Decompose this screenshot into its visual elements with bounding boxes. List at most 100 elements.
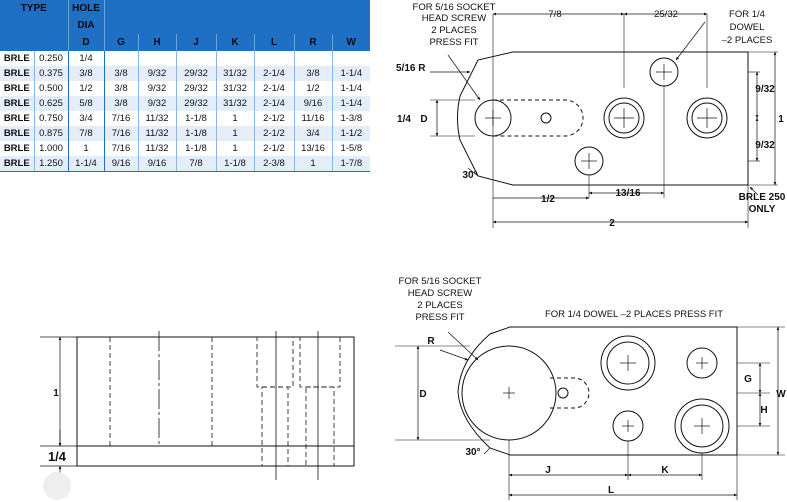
cell-value: 1-3/8 — [331, 111, 371, 126]
cell-value: 1-1/2 — [331, 126, 371, 141]
cell-d: 5/8 — [67, 96, 105, 111]
cell-type: BRLE — [0, 126, 34, 141]
header-blank-2 — [0, 17, 68, 34]
cell-value: 2-1/2 — [253, 126, 294, 141]
top-dim-7-8: 7/8 — [548, 9, 561, 20]
cell-d: 1/4 — [67, 51, 105, 66]
bottom-r-label: R — [427, 336, 435, 347]
bottom-angle-label: 30° — [465, 447, 480, 458]
bottom-screw-hole-2-outer — [674, 398, 730, 454]
side-view-labels: 1 1/4 — [48, 388, 67, 464]
cell-value: 1-1/4 — [331, 81, 371, 96]
side-view-drawing — [40, 331, 355, 500]
cell-value: 9/32 — [137, 96, 176, 111]
side-centerlines — [158, 331, 319, 480]
cell-value: 1-1/4 — [331, 66, 371, 81]
cell-value: 1-1/8 — [175, 141, 216, 156]
cell-value: 1 — [215, 111, 254, 126]
cell-d: 1-1/4 — [67, 156, 105, 172]
cell-size: 0.875 — [33, 126, 68, 141]
cell-value — [215, 51, 254, 66]
top-screw-hole-2-inner — [691, 102, 723, 134]
cell-value: 29/32 — [175, 96, 216, 111]
cell-value: 3/8 — [293, 66, 332, 81]
header-h: H — [137, 34, 176, 51]
top-dim-13-16: 13/16 — [615, 188, 640, 199]
top-screw-hole-1-inner — [608, 102, 640, 134]
cell-value: 13/16 — [293, 141, 332, 156]
cell-value: 1-1/8 — [175, 126, 216, 141]
cell-value: 1/2 — [293, 81, 332, 96]
top-dim-1: 1 — [778, 114, 784, 125]
cell-value: 3/4 — [293, 126, 332, 141]
bottom-crosshairs — [503, 355, 710, 434]
cell-value: 2-3/8 — [253, 156, 294, 172]
top-dim-1-2: 1/2 — [541, 194, 555, 205]
top-brle-note-1: BRLE 250 — [739, 192, 786, 203]
cell-value: 3/8 — [103, 66, 138, 81]
cell-value: 29/32 — [175, 81, 216, 96]
bottom-dowel-note: FOR 1/4 DOWEL –2 PLACES PRESS FIT — [545, 309, 723, 320]
cell-d: 1 — [67, 141, 105, 156]
header-w: W — [331, 34, 371, 51]
side-hidden-lines — [109, 336, 341, 467]
top-brle-note-2: ONLY — [749, 204, 776, 215]
cell-value: 1-7/8 — [331, 156, 371, 172]
top-crosshairs — [485, 64, 717, 169]
cell-value: 7/8 — [175, 156, 216, 172]
cell-value: 11/32 — [137, 126, 176, 141]
cell-type: BRLE — [0, 51, 34, 66]
bottom-socket-note-1: FOR 5/16 SOCKET — [399, 276, 482, 287]
cell-value — [175, 51, 216, 66]
bottom-socket-note-4: PRESS FIT — [415, 312, 464, 323]
cell-type: BRLE — [0, 156, 34, 172]
cell-value: 31/32 — [215, 66, 254, 81]
bottom-socket-note-3: 2 PLACES — [417, 300, 462, 311]
top-slot-dashed — [493, 99, 584, 137]
cell-value: 2-1/2 — [253, 111, 294, 126]
bottom-view-outline — [457, 326, 738, 456]
bottom-slot-dashed — [550, 377, 590, 409]
cell-value: 1-1/4 — [331, 96, 371, 111]
cell-value: 11/32 — [137, 111, 176, 126]
cell-value: 1 — [215, 141, 254, 156]
bottom-l-label: L — [608, 485, 614, 496]
side-dim-1-4: 1/4 — [48, 449, 67, 464]
bottom-small-hole — [557, 387, 569, 399]
cell-value: 9/32 — [137, 66, 176, 81]
header-blank-3 — [0, 34, 68, 51]
cell-type: BRLE — [0, 81, 34, 96]
cell-value: 29/32 — [175, 66, 216, 81]
top-dim-9-32-bottom: 9/32 — [755, 140, 775, 151]
cell-value: 1-5/8 — [331, 141, 371, 156]
top-dowel-hole-2 — [574, 146, 604, 176]
top-dowel-note-3: –2 PLACES — [722, 35, 773, 46]
header-l: L — [253, 34, 294, 51]
cell-size: 0.750 — [33, 111, 68, 126]
top-socket-note-1: FOR 5/16 SOCKET — [413, 2, 496, 13]
bottom-screw-hole-1-outer — [600, 335, 656, 391]
cell-value — [293, 51, 332, 66]
cell-size: 0.625 — [33, 96, 68, 111]
top-dim-9-32-top: 9/32 — [755, 84, 775, 95]
cell-value: 31/32 — [215, 81, 254, 96]
bottom-h-label: H — [760, 405, 767, 416]
top-d-label: D — [420, 114, 427, 125]
header-d: D — [67, 34, 104, 51]
cell-value: 1-1/8 — [215, 156, 254, 172]
cell-value: 7/16 — [103, 126, 138, 141]
cell-value: 2-1/4 — [253, 81, 294, 96]
cell-value: 11/32 — [137, 141, 176, 156]
cell-type: BRLE — [0, 96, 34, 111]
cell-size: 0.250 — [33, 51, 68, 66]
bottom-w-label: W — [776, 389, 786, 400]
top-view-labels: FOR 5/16 SOCKET HEAD SCREW 2 PLACES PRES… — [396, 2, 786, 229]
top-dim-1-4: 1/4 — [397, 114, 411, 125]
table-header-row-2: DIA — [0, 17, 370, 34]
table-header-row-1: TYPE HOLE — [0, 0, 371, 34]
cell-value: 3/8 — [103, 81, 138, 96]
